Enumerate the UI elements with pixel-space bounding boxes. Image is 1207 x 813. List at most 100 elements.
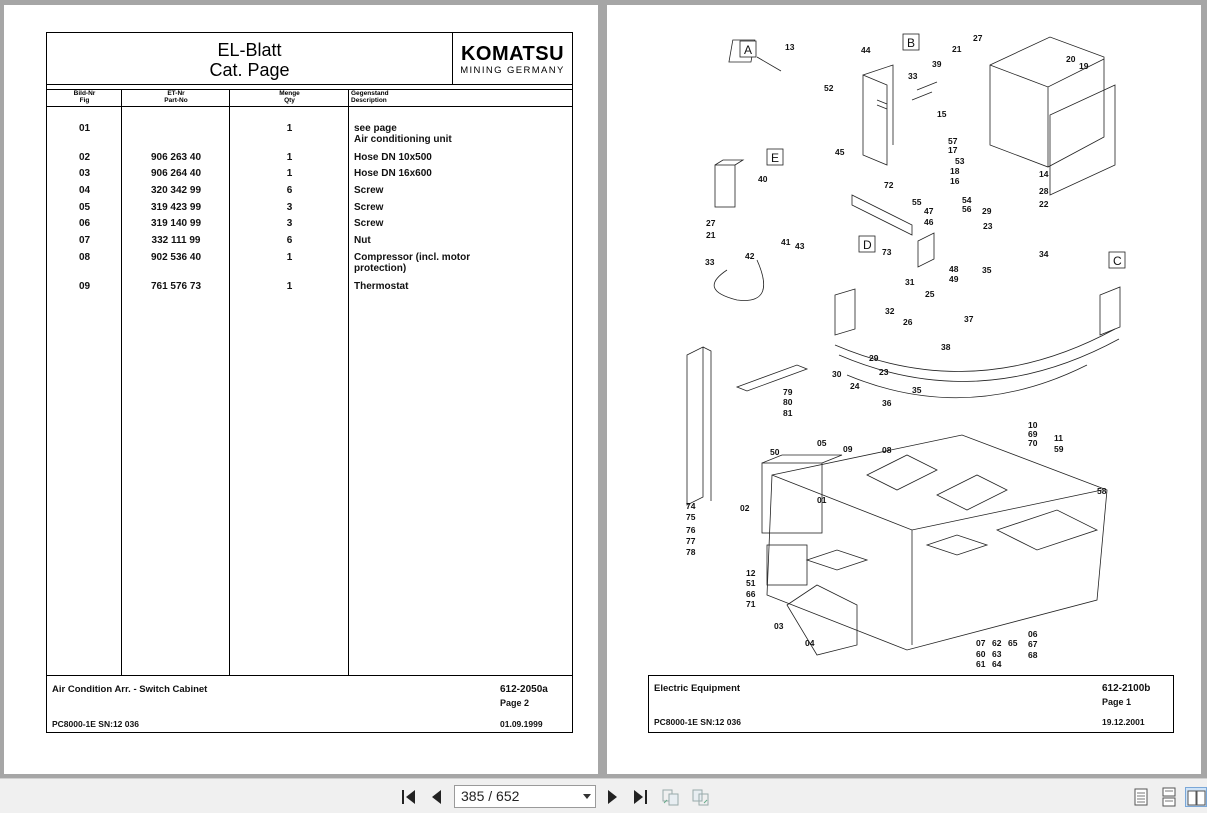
svg-text:55: 55 <box>912 197 922 207</box>
svg-text:16: 16 <box>950 176 960 186</box>
svg-text:30: 30 <box>832 369 842 379</box>
svg-text:74: 74 <box>686 501 696 511</box>
svg-text:03: 03 <box>774 621 784 631</box>
svg-text:44: 44 <box>861 45 871 55</box>
svg-text:11: 11 <box>1054 433 1063 443</box>
svg-text:27: 27 <box>706 218 716 228</box>
page-title: EL-Blatt Cat. Page <box>47 40 452 80</box>
forward-view-icon <box>692 789 709 806</box>
divider <box>229 90 230 676</box>
svg-text:34: 34 <box>1039 249 1049 259</box>
svg-text:13: 13 <box>785 42 795 52</box>
svg-text:75: 75 <box>686 512 696 522</box>
svg-text:43: 43 <box>795 241 805 251</box>
go-back-view-button[interactable] <box>660 787 682 807</box>
svg-text:50: 50 <box>770 447 780 457</box>
svg-text:49: 49 <box>949 274 959 284</box>
svg-text:B: B <box>907 36 915 50</box>
svg-text:35: 35 <box>982 265 992 275</box>
single-page-view-button[interactable] <box>1130 787 1152 807</box>
svg-text:21: 21 <box>952 44 962 54</box>
svg-text:54: 54 <box>962 195 972 205</box>
logo-subtitle: MINING GERMANY <box>460 65 565 76</box>
continuous-view-button[interactable] <box>1158 787 1180 807</box>
svg-text:15: 15 <box>937 109 947 119</box>
page-number-input[interactable]: 385 / 652 <box>454 785 596 808</box>
next-page-icon <box>608 790 617 804</box>
svg-text:42: 42 <box>745 251 755 261</box>
svg-text:46: 46 <box>924 217 934 227</box>
svg-text:57: 57 <box>948 136 958 146</box>
title-line-1: EL-Blatt <box>217 40 282 60</box>
svg-text:33: 33 <box>705 257 715 267</box>
svg-text:66: 66 <box>746 589 756 599</box>
go-forward-view-button[interactable] <box>690 787 712 807</box>
navigation-toolbar: 385 / 652 <box>0 778 1207 813</box>
svg-text:36: 36 <box>882 398 892 408</box>
svg-text:40: 40 <box>758 174 768 184</box>
first-page-button[interactable] <box>399 787 421 807</box>
svg-text:08: 08 <box>882 445 892 455</box>
page-header: EL-Blatt Cat. Page KOMATSU MINING GERMAN… <box>47 33 572 85</box>
chevron-down-icon[interactable] <box>583 794 591 799</box>
svg-text:59: 59 <box>1054 444 1064 454</box>
svg-text:25: 25 <box>925 289 935 299</box>
svg-text:26: 26 <box>903 317 913 327</box>
svg-text:C: C <box>1113 254 1122 268</box>
document-viewport[interactable]: EL-Blatt Cat. Page KOMATSU MINING GERMAN… <box>0 0 1207 778</box>
svg-text:32: 32 <box>885 306 895 316</box>
svg-text:63: 63 <box>992 649 1002 659</box>
next-page-button[interactable] <box>602 787 624 807</box>
svg-text:22: 22 <box>1039 199 1049 209</box>
footer-date: 19.12.2001 <box>1102 717 1145 727</box>
svg-text:09: 09 <box>843 444 853 454</box>
footer-page: Page 1 <box>1102 697 1132 707</box>
svg-text:29: 29 <box>982 206 992 216</box>
page-right: A B C D E 13 52 44 39 21 27 20 19 33 15 … <box>607 5 1201 774</box>
svg-text:37: 37 <box>964 314 974 324</box>
svg-text:69: 69 <box>1028 429 1038 439</box>
svg-text:06: 06 <box>1028 629 1038 639</box>
single-page-icon <box>1134 788 1148 806</box>
svg-text:24: 24 <box>850 381 860 391</box>
svg-text:67: 67 <box>1028 639 1038 649</box>
previous-page-button[interactable] <box>427 787 449 807</box>
previous-page-icon <box>432 790 441 804</box>
two-page-view-button[interactable] <box>1185 787 1207 807</box>
footer-model: PC8000-1E SN:12 036 <box>52 719 139 729</box>
svg-text:17: 17 <box>948 145 958 155</box>
back-view-icon <box>662 789 679 806</box>
page-footer: Electric Equipment 612-2100b Page 1 PC80… <box>648 675 1174 733</box>
svg-text:28: 28 <box>1039 186 1049 196</box>
svg-text:12: 12 <box>746 568 756 578</box>
svg-text:70: 70 <box>1028 438 1038 448</box>
title-line-2: Cat. Page <box>209 60 290 80</box>
svg-text:47: 47 <box>924 206 934 216</box>
svg-text:79: 79 <box>783 387 793 397</box>
svg-text:10: 10 <box>1028 420 1038 430</box>
last-page-button[interactable] <box>630 787 652 807</box>
svg-text:78: 78 <box>686 547 696 557</box>
svg-text:04: 04 <box>805 638 815 648</box>
logo-brand: KOMATSU <box>460 43 565 65</box>
first-page-icon <box>402 790 415 804</box>
svg-text:52: 52 <box>824 83 834 93</box>
svg-text:07: 07 <box>976 638 986 648</box>
svg-text:60: 60 <box>976 649 986 659</box>
last-page-icon <box>634 790 647 804</box>
svg-text:23: 23 <box>879 367 889 377</box>
svg-text:18: 18 <box>950 166 960 176</box>
divider <box>47 106 572 107</box>
divider <box>121 90 122 676</box>
two-page-icon <box>1187 790 1206 806</box>
svg-text:D: D <box>863 238 872 252</box>
svg-text:65: 65 <box>1008 638 1018 648</box>
svg-text:56: 56 <box>962 204 972 214</box>
svg-text:77: 77 <box>686 536 696 546</box>
svg-text:62: 62 <box>992 638 1002 648</box>
svg-text:14: 14 <box>1039 169 1049 179</box>
komatsu-logo: KOMATSU MINING GERMANY <box>452 33 572 85</box>
